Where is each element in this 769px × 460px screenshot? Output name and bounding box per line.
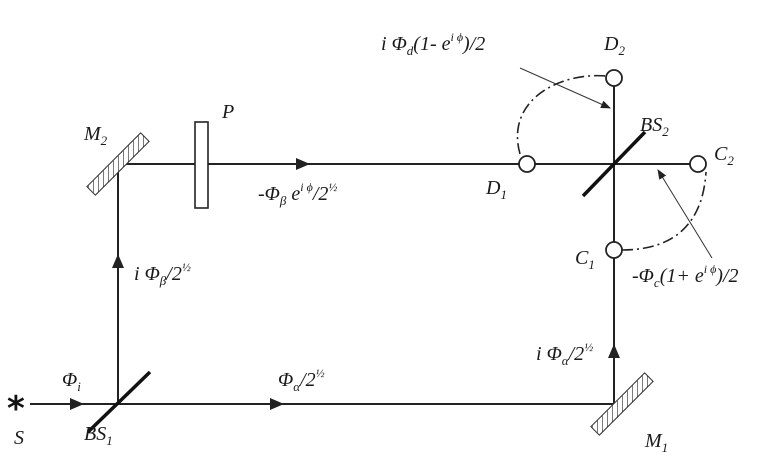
label-bs2: BS2 [640,114,669,139]
phase-plate [194,121,209,209]
label-c1: C1 [575,247,595,272]
detector-d2 [605,69,623,87]
label-m1: M1 [644,430,668,455]
beam-splitter-2 [581,130,647,198]
detector-c2 [689,155,707,173]
label-d1: D1 [485,177,507,202]
amp-beta-top: -Φβ ei ϕ/2½ [258,180,337,208]
mirror-m2 [86,132,150,196]
amp-input: Φi [62,369,81,394]
detector-d1 [518,155,536,173]
detector-c1 [605,241,623,259]
arrow-beta-top [296,158,310,170]
beam-splitter-1 [86,370,152,434]
mirror-m1 [590,372,654,436]
pointer-c-output [657,169,713,259]
pointer-d-output [519,67,611,109]
label-m2: M2 [83,123,108,148]
label-source: S [14,427,24,449]
label-c2: C2 [714,143,734,168]
source-star-icon: * [7,389,25,429]
amp-c-output: -Φc(1+ ei ϕ)/2 [632,262,739,290]
label-plate: P [221,101,234,123]
amp-d-output: i Φd(1- ei ϕ)/2 [381,30,485,58]
label-bs1: BS1 [84,423,113,448]
arrow-alpha-right [608,344,620,358]
arrow-alpha-bottom [270,398,284,410]
arc-d1-d2 [516,74,607,155]
arrow-beta-left [112,254,124,268]
arc-c1-c2 [621,171,707,251]
amp-alpha-right: i Φα/2½ [536,340,593,368]
amp-alpha-bottom: Φα/2½ [278,366,325,394]
amp-beta-left: i Φβ/2½ [134,260,191,288]
arrow-input [70,398,84,410]
label-d2: D2 [603,33,625,58]
